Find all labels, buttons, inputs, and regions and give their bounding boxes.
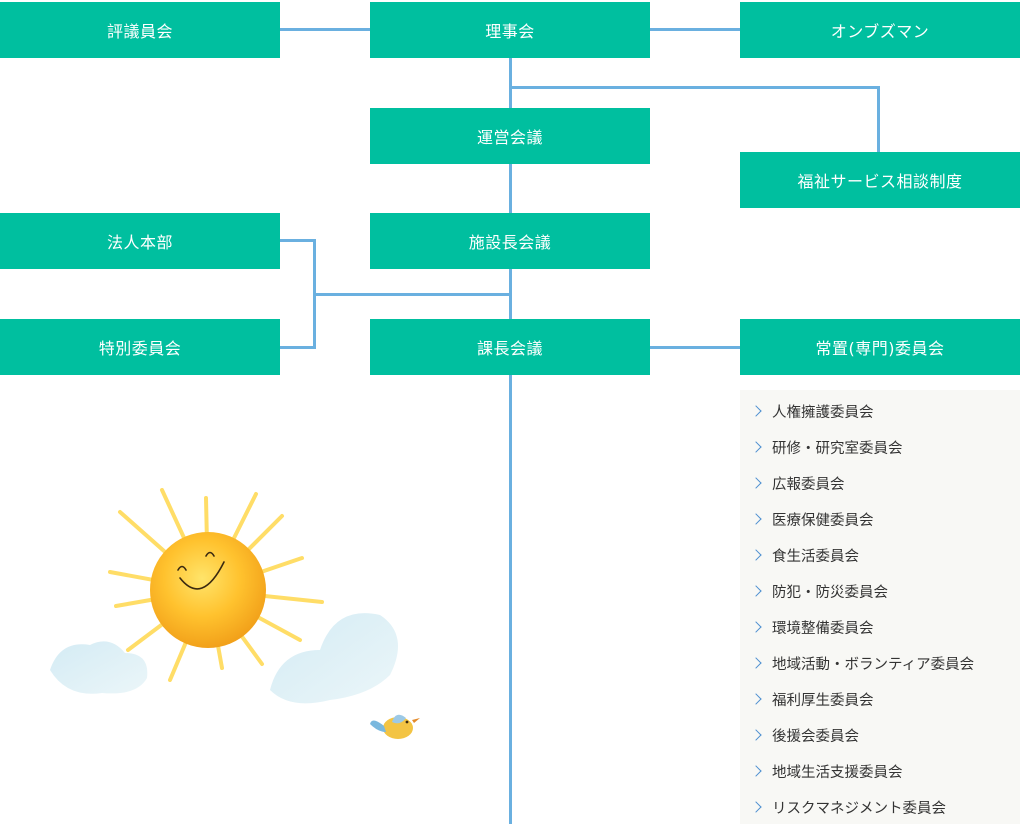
houjin-honbu-box: 法人本部 (0, 213, 280, 269)
uneikaigi-box: 運営会議 (370, 108, 650, 164)
committee-label: 環境整備委員会 (772, 620, 874, 637)
committee-item: 福利厚生委員会 (740, 681, 1020, 717)
committee-label: 医療保健委員会 (772, 512, 874, 529)
committee-item: 地域活動・ボランティア委員会 (740, 645, 1020, 681)
ombudsman-box: オンブズマン (740, 2, 1020, 58)
committee-item: 環境整備委員会 (740, 609, 1020, 645)
committee-item: 防犯・防災委員会 (740, 573, 1020, 609)
chevron-right-icon (750, 477, 762, 489)
connector-hyogiinkai-rijikai (280, 28, 370, 31)
bird-illustration (370, 714, 420, 739)
chevron-right-icon (750, 801, 762, 813)
chevron-right-icon (750, 549, 762, 561)
committee-label: 食生活委員会 (772, 548, 859, 565)
committee-label: 後援会委員会 (772, 728, 859, 745)
committee-item: 人権擁護委員会 (740, 393, 1020, 429)
chevron-right-icon (750, 441, 762, 453)
committee-label: 地域生活支援委員会 (772, 764, 903, 781)
committee-item: 研修・研究室委員会 (740, 429, 1020, 465)
fukushi-soudan-box: 福祉サービス相談制度 (740, 152, 1020, 208)
chevron-right-icon (750, 765, 762, 777)
committee-label: 防犯・防災委員会 (772, 584, 888, 601)
chevron-right-icon (750, 405, 762, 417)
connector-tokubetsu-stub (280, 346, 316, 349)
jouchi-iinkai-box: 常置(専門)委員会 (740, 319, 1020, 375)
committee-item: 後援会委員会 (740, 717, 1020, 753)
kachou-kaigi-box: 課長会議 (370, 319, 650, 375)
connector-rijikai-ombudsman (650, 28, 740, 31)
committee-label: 福利厚生委員会 (772, 692, 874, 709)
chevron-right-icon (750, 621, 762, 633)
chevron-right-icon (750, 585, 762, 597)
sun-illustration (50, 488, 420, 739)
tokubetsu-iinkai-box: 特別委員会 (0, 319, 280, 375)
connector-branch-vertical (877, 86, 880, 153)
shisetsuchou-kaigi-box: 施設長会議 (370, 213, 650, 269)
committee-label: リスクマネジメント委員会 (772, 800, 946, 817)
connector-houjin-stub (280, 239, 316, 242)
chevron-right-icon (750, 729, 762, 741)
committee-label: 研修・研究室委員会 (772, 440, 903, 457)
committee-label: 人権擁護委員会 (772, 404, 874, 421)
committee-item: 医療保健委員会 (740, 501, 1020, 537)
committee-label: 地域活動・ボランティア委員会 (772, 656, 975, 673)
connector-left-horizontal (313, 293, 512, 296)
rijikai-box: 理事会 (370, 2, 650, 58)
committee-item: リスクマネジメント委員会 (740, 789, 1020, 825)
committee-label: 広報委員会 (772, 476, 845, 493)
connector-kachou-jouchi (650, 346, 740, 349)
chevron-right-icon (750, 657, 762, 669)
connector-main-vertical (509, 57, 512, 824)
chevron-right-icon (750, 513, 762, 525)
committee-item: 食生活委員会 (740, 537, 1020, 573)
chevron-right-icon (750, 693, 762, 705)
hyogiinkai-box: 評議員会 (0, 2, 280, 58)
committee-item: 地域生活支援委員会 (740, 753, 1020, 789)
connector-branch-horizontal (509, 86, 880, 89)
committee-item: 広報委員会 (740, 465, 1020, 501)
committee-list: 人権擁護委員会 研修・研究室委員会 広報委員会 医療保健委員会 食生活委員会 防… (740, 390, 1020, 824)
